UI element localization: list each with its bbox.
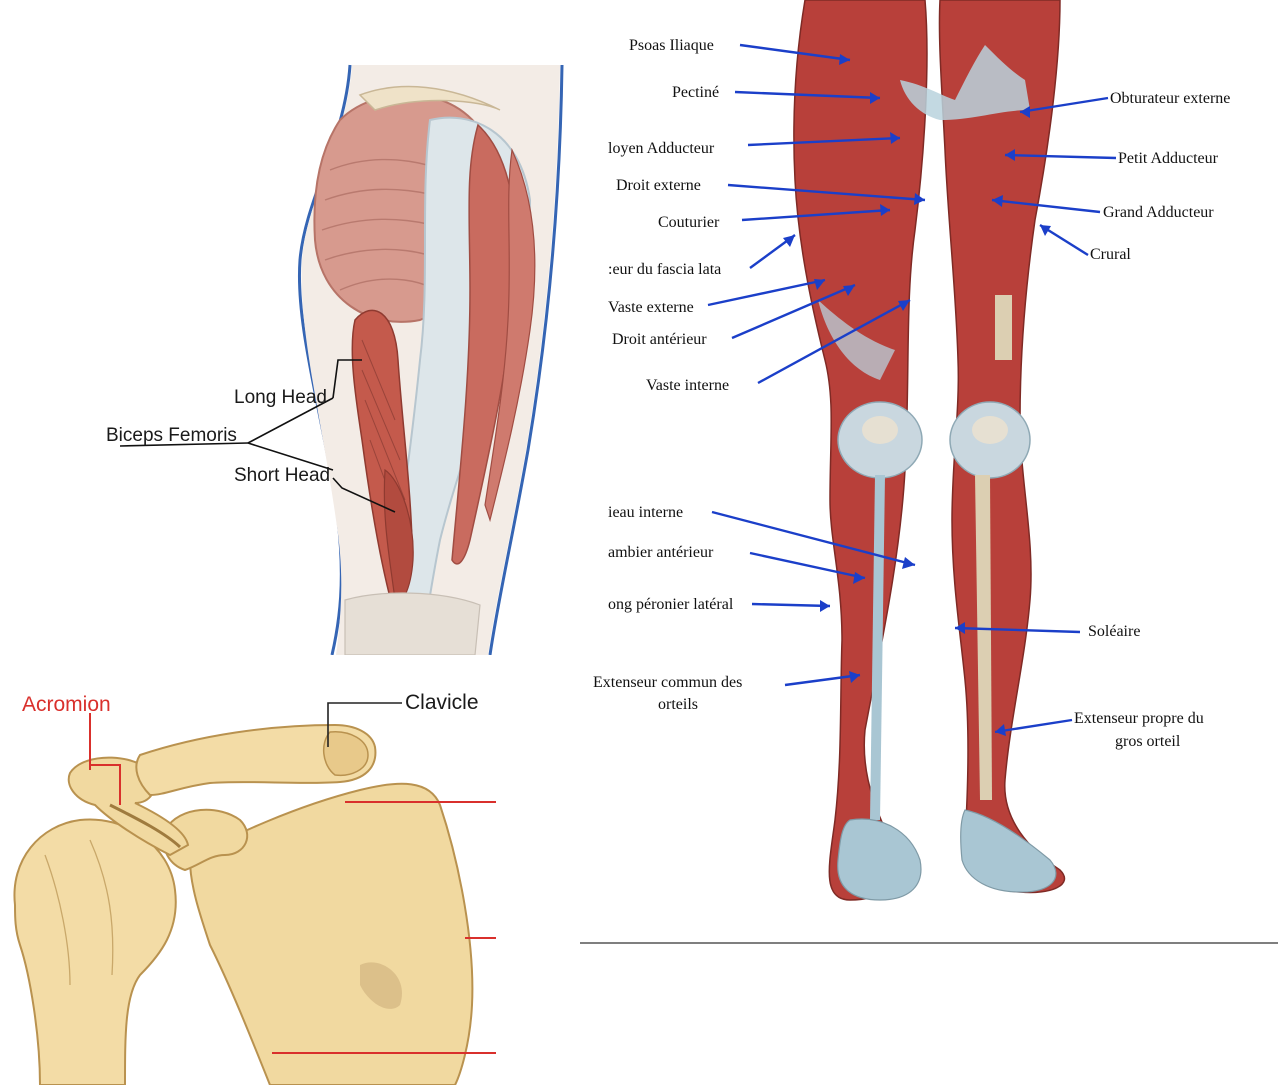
humerus-bone [14, 819, 175, 1085]
label-vaste-externe: Vaste externe [608, 299, 694, 316]
shoulder-diagram: Acromion Clavicle [0, 655, 540, 1085]
label-droit-externe: Droit externe [616, 177, 701, 194]
label-extenseur-commun: Extenseur commun des [593, 674, 742, 691]
label-droit-anterieur: Droit antérieur [612, 331, 707, 348]
label-biceps-femoris: Biceps Femoris [106, 425, 237, 446]
label-moyen-adducteur: loyen Adducteur [608, 140, 715, 157]
label-orteils: orteils [658, 696, 698, 713]
label-vaste-interne: Vaste interne [646, 377, 729, 394]
label-crural: Crural [1090, 246, 1131, 263]
label-jumeau-interne: ieau interne [608, 504, 683, 521]
label-obturateur-externe: Obturateur externe [1110, 90, 1230, 107]
legs-diagram: Psoas Iliaque Pectiné loyen Adducteur Dr… [580, 0, 1278, 1085]
label-soleaire: Soléaire [1088, 623, 1140, 640]
label-acromion: Acromion [22, 693, 111, 716]
label-couturier: Couturier [658, 214, 720, 231]
label-pectine: Pectiné [672, 84, 719, 101]
label-tenseur-fascia-lata: :eur du fascia lata [608, 261, 721, 278]
label-psoas-iliaque: Psoas Iliaque [629, 37, 714, 54]
left-foot [838, 819, 921, 900]
label-jambier-anterieur: ambier antérieur [608, 544, 714, 561]
label-gros-orteil: gros orteil [1115, 733, 1181, 750]
left-patella [862, 416, 898, 444]
label-clavicle: Clavicle [405, 691, 479, 714]
label-long-head: Long Head [234, 387, 327, 408]
knee-region [345, 593, 480, 655]
label-short-head: Short Head [234, 465, 330, 486]
label-long-peronier-lateral: ong péronier latéral [608, 596, 734, 613]
label-petit-adducteur: Petit Adducteur [1118, 150, 1219, 167]
label-grand-adducteur: Grand Adducteur [1103, 204, 1214, 221]
right-patella [972, 416, 1008, 444]
thigh-diagram: Long Head Biceps Femoris Short Head [0, 0, 580, 655]
thigh-illustration: Long Head Biceps Femoris Short Head [0, 0, 580, 655]
label-extenseur-propre: Extenseur propre du [1074, 710, 1204, 727]
shoulder-illustration: Acromion Clavicle [0, 655, 540, 1085]
legs-illustration: Psoas Iliaque Pectiné loyen Adducteur Dr… [580, 0, 1278, 1085]
right-femur-shaft [995, 295, 1012, 360]
